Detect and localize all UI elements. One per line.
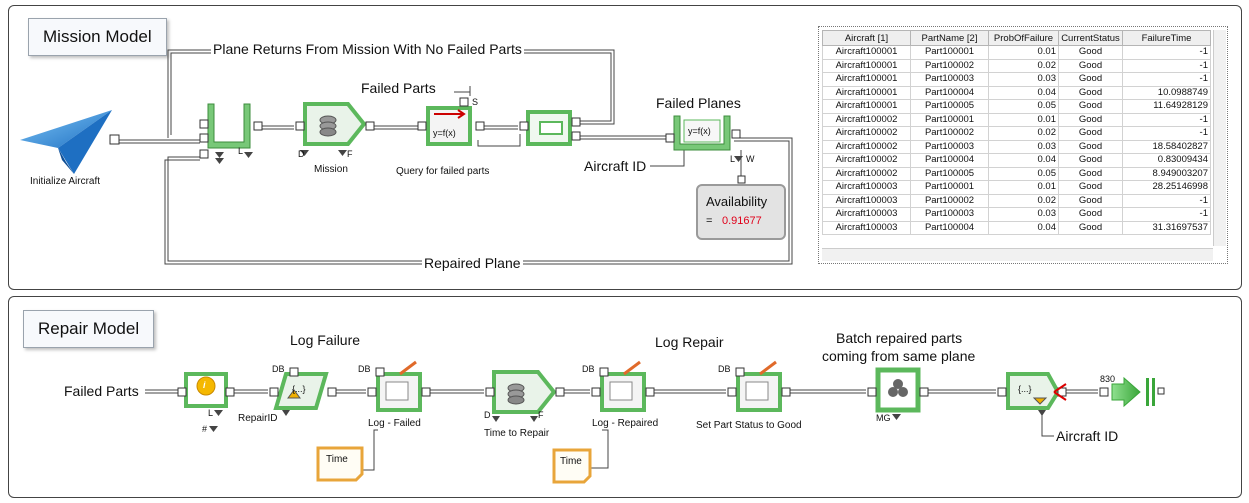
availability-equals: =	[706, 215, 713, 227]
repair-model-title: Repair Model	[23, 310, 155, 348]
failed-planes-w-port-label: W	[746, 154, 755, 164]
table-cell[interactable]: 0.01	[988, 45, 1059, 60]
time-to-repair-activity-icon[interactable]	[492, 370, 557, 414]
failed-planes-l-port-label: L	[730, 154, 736, 164]
set-braces-text: {...}	[292, 384, 306, 394]
get-braces-text: {...}	[1018, 384, 1032, 394]
batch-block-icon[interactable]	[875, 367, 921, 413]
log-failed-write-icon[interactable]	[376, 360, 422, 412]
repair-id-label: RepairID	[238, 413, 278, 424]
set-status-write-icon[interactable]	[736, 360, 782, 412]
db-port-label-2: DB	[358, 364, 371, 374]
get-aircraft-id-block-icon[interactable]	[1006, 372, 1061, 410]
db-port-label-4: DB	[718, 364, 731, 374]
time-note-2-icon[interactable]	[552, 448, 592, 484]
mission-label: Mission	[314, 164, 348, 175]
exit-count-label: 830	[1100, 374, 1116, 384]
table-header-cell[interactable]: FailureTime	[1122, 30, 1211, 46]
mission-activity-icon[interactable]	[303, 102, 367, 146]
repair-failed-parts-label: Failed Parts	[64, 383, 139, 399]
table-cell[interactable]: Good	[1058, 45, 1123, 60]
table-horizontal-scrollbar[interactable]	[822, 248, 1213, 261]
log-repaired-write-icon[interactable]	[600, 360, 646, 412]
plane-icon	[20, 110, 112, 174]
table-cell[interactable]: 31.31697537	[1122, 220, 1211, 235]
table-header-cell[interactable]: Aircraft [1]	[822, 30, 911, 46]
time-note-2-label: Time	[560, 456, 582, 467]
batch-label-line1: Batch repaired parts	[836, 330, 963, 346]
repair-d-port-label: D	[484, 410, 491, 420]
query-yfx-text: y=f(x)	[433, 128, 456, 138]
info-hash-port-label: #	[202, 424, 208, 434]
failed-parts-label: Failed Parts	[361, 80, 436, 96]
mg-port-label: MG	[876, 413, 891, 423]
db-port-label-3: DB	[582, 364, 595, 374]
repair-f-port-label: F	[538, 410, 544, 420]
db-port-label-1: DB	[272, 364, 285, 374]
repair-aircraft-id-label: Aircraft ID	[1056, 428, 1119, 444]
batch-label-line2: coming from same plane	[822, 348, 976, 364]
table-cell[interactable]: Part100001	[910, 45, 989, 60]
queue-block-icon[interactable]	[207, 103, 251, 149]
log-failure-label: Log Failure	[290, 332, 361, 348]
table-vertical-scrollbar[interactable]	[1213, 30, 1226, 246]
repaired-plane-label: Repaired Plane	[422, 255, 523, 271]
availability-label: Availability	[706, 194, 768, 209]
select-block-icon[interactable]	[526, 110, 572, 146]
failed-planes-yfx-text: y=f(x)	[688, 126, 711, 136]
info-i-text: i	[203, 380, 206, 390]
plane-returns-label: Plane Returns From Mission With No Faile…	[211, 41, 524, 57]
query-s-port-label: S	[472, 97, 479, 107]
time-to-repair-label: Time to Repair	[484, 428, 550, 439]
failed-planes-label: Failed Planes	[656, 95, 741, 111]
table-header-cell[interactable]: PartName [2]	[910, 30, 989, 46]
queue-l-port-label: L	[238, 146, 244, 156]
mission-model-title: Mission Model	[28, 18, 167, 56]
table-cell[interactable]: 10.0988749	[1122, 85, 1211, 100]
availability-display: Availability = 0.91677	[696, 184, 786, 240]
time-note-1-icon[interactable]	[316, 446, 364, 482]
log-repair-label: Log Repair	[655, 334, 724, 350]
time-note-1-label: Time	[326, 454, 348, 465]
aircraft-id-label: Aircraft ID	[584, 158, 647, 174]
initialize-aircraft-label: Initialize Aircraft	[30, 176, 101, 187]
mission-f-port-label: F	[347, 149, 353, 159]
table-header-cell[interactable]: ProbOfFailure	[988, 30, 1059, 46]
table-cell[interactable]: Aircraft100001	[822, 45, 911, 60]
exit-block-icon[interactable]	[1111, 376, 1155, 408]
table-header-cell[interactable]: CurrentStatus	[1058, 30, 1123, 46]
log-repaired-label: Log - Repaired	[592, 418, 659, 429]
set-repair-id-block-icon[interactable]	[273, 372, 329, 410]
table-cell[interactable]: -1	[1122, 45, 1211, 60]
table-cell[interactable]: Good	[1058, 220, 1123, 235]
info-l-port-label: L	[208, 408, 214, 418]
query-equation-icon[interactable]	[426, 106, 472, 146]
mission-d-port-label: D	[298, 149, 305, 159]
query-failed-parts-label: Query for failed parts	[396, 166, 490, 177]
failed-planes-block-icon[interactable]	[673, 115, 731, 151]
availability-value: 0.91677	[722, 215, 762, 227]
log-failed-label: Log - Failed	[368, 418, 421, 429]
set-status-label: Set Part Status to Good	[696, 420, 802, 431]
info-block-icon[interactable]	[184, 372, 228, 408]
